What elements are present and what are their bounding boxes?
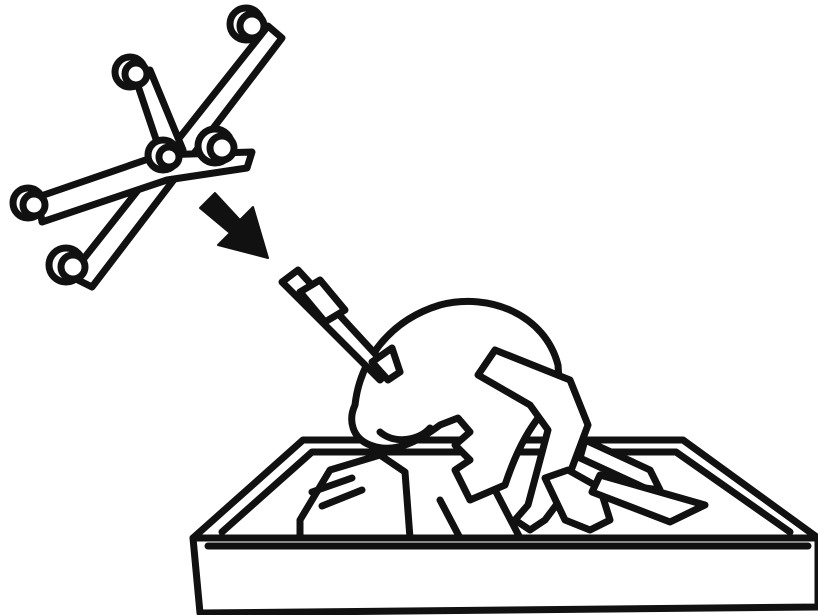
- marker-ball-upper-left: [115, 57, 147, 87]
- marker-ball-right: [198, 129, 234, 163]
- marker-ball-center: [148, 140, 179, 170]
- tray-front: [193, 538, 818, 613]
- instrument-grip: [300, 280, 345, 322]
- marker-ball-bottom: [49, 248, 85, 282]
- direction-arrow-icon: [200, 193, 268, 258]
- marker-ball-left: [13, 188, 45, 218]
- marker-ball-top-right: [230, 8, 264, 40]
- surgical-instrument: [282, 270, 400, 380]
